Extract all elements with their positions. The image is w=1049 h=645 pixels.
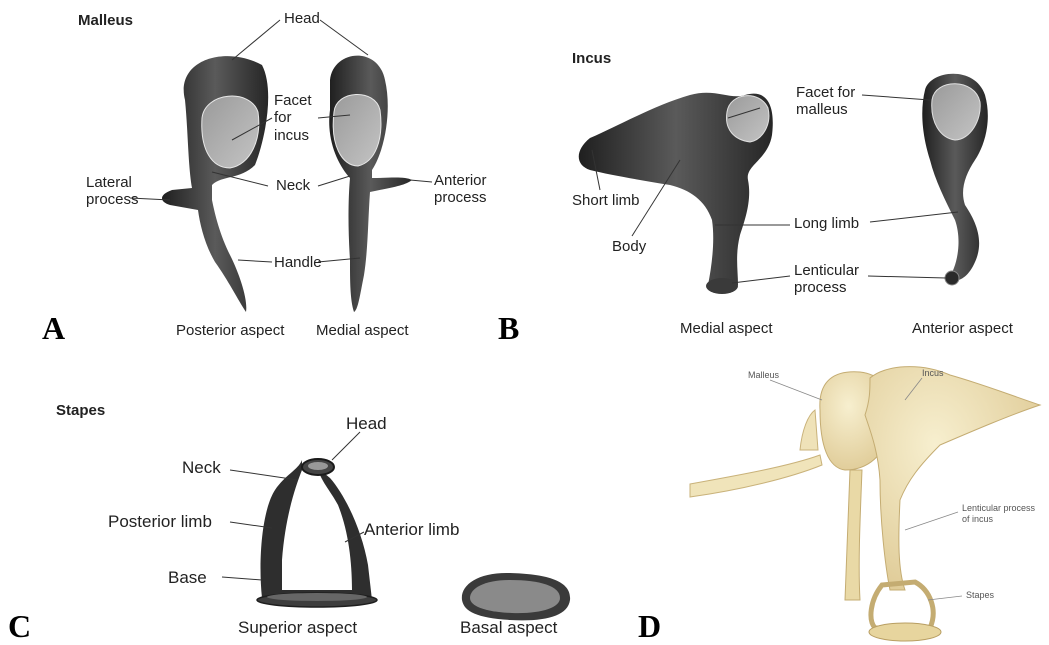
chain-lenticular-label: Lenticular process of incus [962, 503, 1035, 525]
incus-anterior-drawing [922, 74, 988, 285]
stapes-title: Stapes [56, 402, 105, 419]
stapes-neck-label: Neck [182, 458, 221, 478]
malleus-title: Malleus [78, 12, 133, 29]
stapes-superior-caption: Superior aspect [238, 618, 357, 638]
malleus-facet-label: Facet for incus [274, 92, 312, 144]
stapes-basal-drawing [462, 573, 570, 620]
panel-letter-b: B [498, 310, 519, 347]
malleus-posterior-drawing [162, 56, 268, 312]
stapes-head-label: Head [346, 414, 387, 434]
stapes-posterior-limb-label: Posterior limb [108, 512, 212, 532]
incus-anterior-caption: Anterior aspect [912, 320, 1013, 337]
incus-lenticular-label: Lenticular process [794, 262, 859, 297]
incus-medial-caption: Medial aspect [680, 320, 773, 337]
panel-letter-a: A [42, 310, 65, 347]
panel-letter-d: D [638, 608, 661, 645]
malleus-medial-drawing [329, 56, 412, 312]
incus-short-limb-label: Short limb [572, 192, 640, 209]
chain-stapes-label: Stapes [966, 590, 994, 601]
malleus-medial-caption: Medial aspect [316, 322, 409, 339]
malleus-head-label: Head [284, 10, 320, 27]
stapes-base-label: Base [168, 568, 207, 588]
malleus-handle-label: Handle [274, 254, 322, 271]
incus-facet-label: Facet for malleus [796, 84, 855, 119]
incus-title: Incus [572, 50, 611, 67]
incus-long-limb-label: Long limb [794, 215, 859, 232]
stapes-basal-caption: Basal aspect [460, 618, 557, 638]
malleus-anterior-process-label: Anterior process [434, 172, 487, 207]
incus-body-label: Body [612, 238, 646, 255]
chain-incus-label: Incus [922, 368, 944, 379]
malleus-lateral-process-label: Lateral process [86, 174, 139, 209]
panel-letter-c: C [8, 608, 31, 645]
stapes-superior-drawing [257, 459, 377, 607]
malleus-posterior-caption: Posterior aspect [176, 322, 284, 339]
chain-malleus-label: Malleus [748, 370, 779, 381]
malleus-neck-label: Neck [276, 177, 310, 194]
stapes-anterior-limb-label: Anterior limb [364, 520, 459, 540]
